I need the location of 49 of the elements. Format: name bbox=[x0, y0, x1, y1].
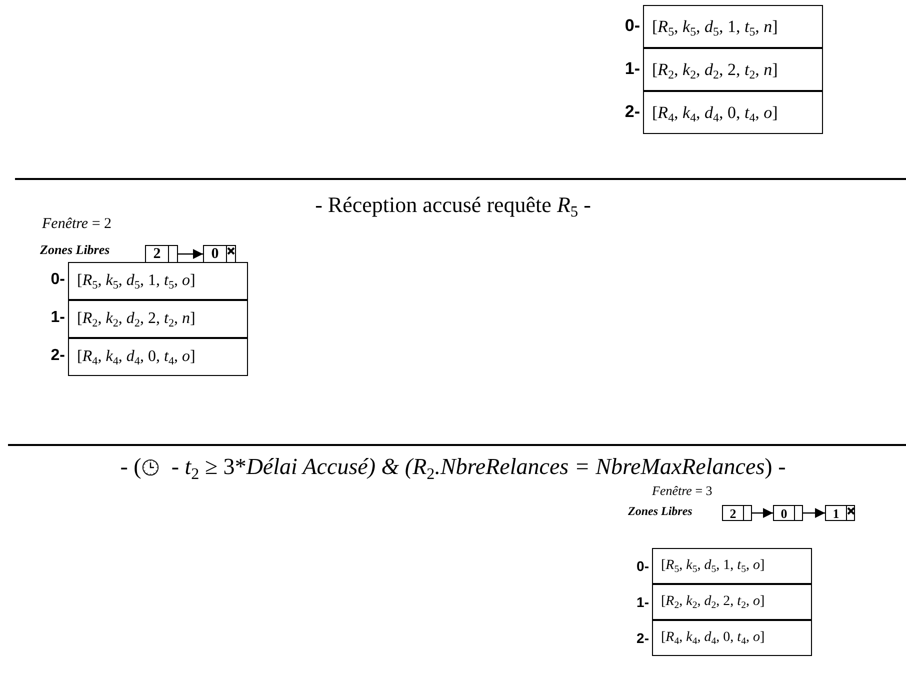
section-heading: - Réception accusé requête R$_{5}$ - bbox=[314, 192, 592, 218]
slot-number: 0 bbox=[211, 247, 219, 262]
slot-number: 2 bbox=[730, 507, 736, 520]
window-size-label: Fenêtre = 2 bbox=[42, 216, 112, 233]
slot-number: 2 bbox=[153, 247, 161, 262]
free-list-label: Zones Libres bbox=[628, 504, 692, 519]
list-node bbox=[145, 245, 178, 263]
condition-text: - t$_{2}$ ≥ 3 bbox=[171, 454, 235, 480]
arrow bbox=[752, 508, 773, 518]
slot-number: 0 bbox=[780, 507, 788, 520]
row-index: 1- bbox=[624, 59, 640, 80]
row-index: 2- bbox=[624, 102, 640, 122]
table-row bbox=[652, 584, 812, 620]
table-row bbox=[643, 5, 823, 48]
row-index: 2- bbox=[636, 630, 649, 646]
record-tuple: [R$_{5}$, k$_{5}$, d$_{5}$, 1, t$_{5}$, o] bbox=[661, 558, 765, 574]
free-list-label: Zones Libres bbox=[40, 242, 110, 258]
slot-number: 1 bbox=[832, 507, 840, 520]
list-node bbox=[722, 505, 752, 521]
arrow bbox=[803, 508, 825, 518]
record-tuple: [R$_{2}$, k$_{2}$, d$_{2}$, 2, t$_{2}$, n] bbox=[652, 60, 778, 80]
record-tuple: [R$_{4}$, k$_{4}$, d$_{4}$, 0, t$_{4}$, o] bbox=[661, 630, 765, 646]
row-index: 1- bbox=[50, 309, 65, 328]
record-tuple: [R$_{2}$, k$_{2}$, d$_{2}$, 2, t$_{2}$, o] bbox=[661, 594, 765, 610]
list-node bbox=[773, 505, 803, 521]
table-row bbox=[643, 91, 823, 134]
condition-text: * bbox=[234, 454, 246, 480]
record-tuple: [R$_{5}$, k$_{5}$, d$_{5}$, 1, t$_{5}$, n] bbox=[652, 16, 778, 36]
row-index: 0- bbox=[636, 558, 649, 574]
row-index: 2- bbox=[50, 347, 65, 366]
row-index: 1- bbox=[636, 594, 649, 610]
table-row bbox=[68, 262, 248, 300]
window-size-label: Fenêtre = 3 bbox=[652, 483, 712, 499]
row-index: 0- bbox=[624, 16, 640, 36]
record-tuple: [R$_{4}$, k$_{4}$, d$_{4}$, 0, t$_{4}$, o] bbox=[77, 348, 196, 366]
condition-text: - ( bbox=[120, 454, 142, 480]
table-row bbox=[652, 620, 812, 656]
list-node bbox=[203, 245, 236, 263]
row-index: 0- bbox=[50, 271, 65, 290]
arrow bbox=[178, 249, 203, 259]
list-node bbox=[825, 505, 855, 521]
condition-text: Délai Accusé) & (R$_{2}$.NbreRelances = NbreMaxRelances) - bbox=[246, 454, 786, 480]
record-tuple: [R$_{4}$, k$_{4}$, d$_{4}$, 0, t$_{4}$, o] bbox=[652, 102, 778, 122]
table-row bbox=[652, 548, 812, 584]
table-row bbox=[68, 338, 248, 376]
table-row bbox=[68, 300, 248, 338]
record-tuple: [R$_{5}$, k$_{5}$, d$_{5}$, 1, t$_{5}$, o] bbox=[77, 272, 196, 290]
record-tuple: [R$_{2}$, k$_{2}$, d$_{2}$, 2, t$_{2}$, n] bbox=[77, 310, 196, 328]
table-row bbox=[643, 48, 823, 91]
